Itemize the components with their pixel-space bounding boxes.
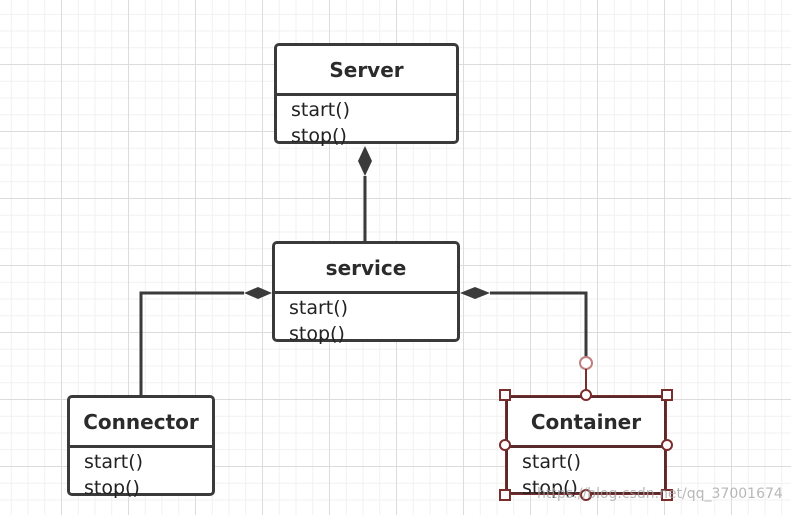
class-server[interactable]: Server start() stop() [274,43,459,147]
class-connector-name: Connector [70,398,212,448]
class-connector[interactable]: Connector start() stop() [67,395,215,499]
resize-handle-middle-right[interactable] [661,439,673,451]
composition-diamond-service-left [244,287,272,299]
class-server-name: Server [277,46,456,96]
composition-diamond-service-right [460,287,490,299]
watermark-text: https://blog.csdn.net/qq_37001674 [537,486,783,502]
class-container-method-start: start() [522,451,582,473]
class-service[interactable]: service start() stop() [272,241,460,345]
resize-handle-top-right[interactable] [661,389,673,401]
class-service-name: service [275,244,457,294]
edge-service-connector[interactable] [139,291,244,397]
class-service-method-stop: stop() [289,323,345,345]
resize-handle-bottom-left[interactable] [499,489,511,501]
resize-handle-bottom-center[interactable] [580,489,592,501]
class-container-name: Container [508,398,664,448]
composition-diamond-server [358,146,372,176]
class-container[interactable]: Container start() stop() [505,395,667,499]
resize-handle-bottom-right[interactable] [661,489,673,501]
class-server-method-start: start() [291,99,351,121]
class-container-method-stop: stop() [522,477,578,499]
resize-handle-middle-left[interactable] [499,439,511,451]
class-service-method-start: start() [289,297,349,319]
edge-service-container[interactable] [490,291,588,357]
class-connector-method-start: start() [84,451,144,473]
resize-handle-top-center[interactable] [580,389,592,401]
connection-point-handle[interactable] [579,356,593,370]
class-connector-method-stop: stop() [84,477,140,499]
resize-handle-top-left[interactable] [499,389,511,401]
class-server-method-stop: stop() [291,125,347,147]
